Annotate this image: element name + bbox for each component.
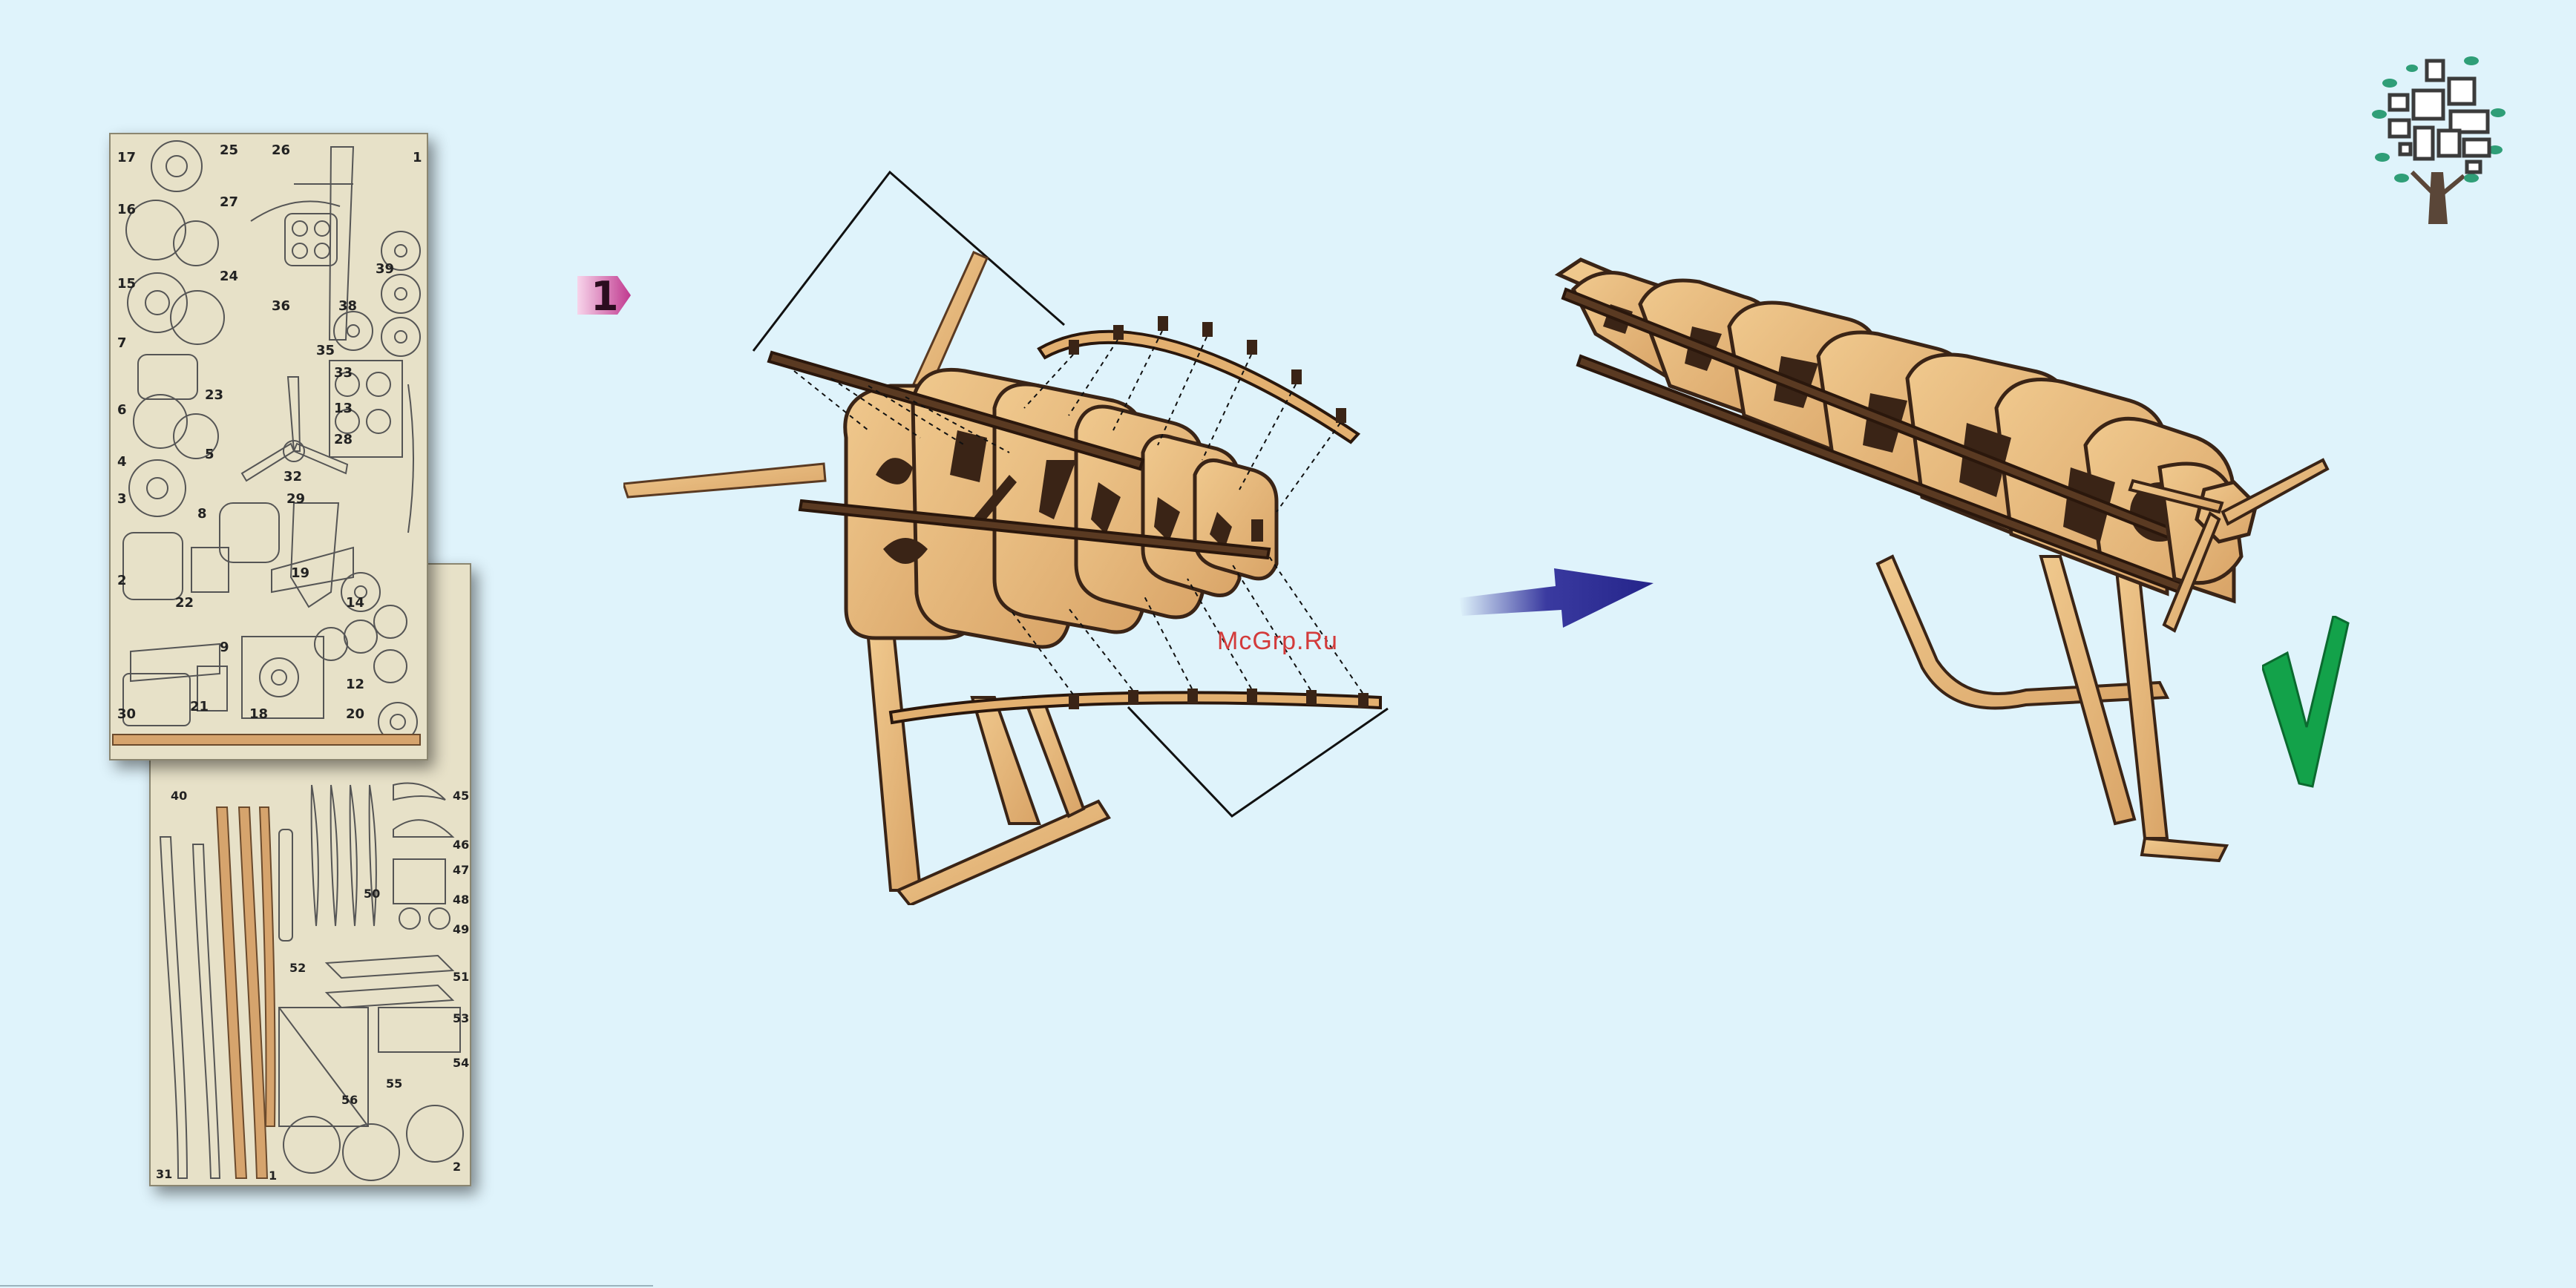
- part-number: 7: [117, 335, 127, 351]
- part-number: 29: [286, 491, 305, 507]
- part-number: 26: [272, 142, 290, 158]
- part-number: 16: [117, 202, 136, 217]
- part-number: 4: [117, 454, 127, 470]
- part-number: 47: [453, 863, 469, 877]
- part-number: 24: [220, 269, 238, 284]
- part-number: 52: [289, 961, 306, 975]
- part-number: 40: [171, 789, 187, 803]
- part-number: 28: [334, 432, 353, 447]
- part-number: 3: [117, 491, 127, 507]
- part-number: 17: [117, 150, 136, 165]
- part-number: 5: [205, 447, 214, 462]
- part-number: 54: [453, 1056, 469, 1070]
- part-number: 15: [117, 276, 136, 292]
- part-number: 51: [453, 970, 469, 984]
- part-number: 35: [316, 343, 335, 358]
- part-number: 46: [453, 838, 469, 852]
- tree-with-photo-frames-icon: [2360, 46, 2516, 231]
- part-number: 2: [453, 1160, 461, 1174]
- part-number: 55: [386, 1077, 402, 1091]
- part-number: 22: [175, 595, 194, 611]
- page-bottom-divider: [0, 1285, 653, 1287]
- part-number: 25: [220, 142, 238, 158]
- part-number: 33: [334, 365, 353, 381]
- part-number: 30: [117, 706, 136, 722]
- plywood-sheet-top: 17 25 26 27 16 24 15 39 36 38 7 35 23 33…: [108, 132, 430, 763]
- step-number: 1: [591, 273, 619, 320]
- part-number: 48: [453, 893, 469, 907]
- part-number: 8: [197, 506, 207, 522]
- assembled-fuselage: [1551, 245, 2338, 883]
- part-number: 14: [346, 595, 364, 611]
- part-number: 45: [453, 789, 469, 803]
- part-number: 50: [364, 887, 380, 901]
- part-number: 9: [220, 640, 229, 655]
- part-number: 31: [156, 1167, 172, 1181]
- part-number: 21: [190, 699, 209, 714]
- part-number: 32: [284, 469, 302, 484]
- part-number: 23: [205, 387, 223, 403]
- part-number: 20: [346, 706, 364, 722]
- part-number: 13: [334, 401, 353, 416]
- part-number: 1: [413, 150, 422, 165]
- part-number: 27: [220, 194, 238, 210]
- part-number: 39: [376, 261, 394, 277]
- part-number: 49: [453, 922, 469, 936]
- part-number: 56: [341, 1093, 358, 1107]
- part-number: 2: [117, 573, 127, 588]
- part-number: 1: [269, 1169, 277, 1183]
- watermark-text: McGrp.Ru: [1217, 627, 1338, 656]
- part-number: 12: [346, 677, 364, 692]
- exploded-fuselage-assembly: [623, 163, 1395, 905]
- part-number: 18: [249, 706, 268, 722]
- part-number: 36: [272, 298, 290, 314]
- part-number: 19: [291, 565, 309, 581]
- green-checkmark-icon: [2262, 616, 2351, 788]
- part-number: 6: [117, 402, 127, 418]
- part-number: 53: [453, 1011, 469, 1025]
- part-number: 38: [338, 298, 357, 314]
